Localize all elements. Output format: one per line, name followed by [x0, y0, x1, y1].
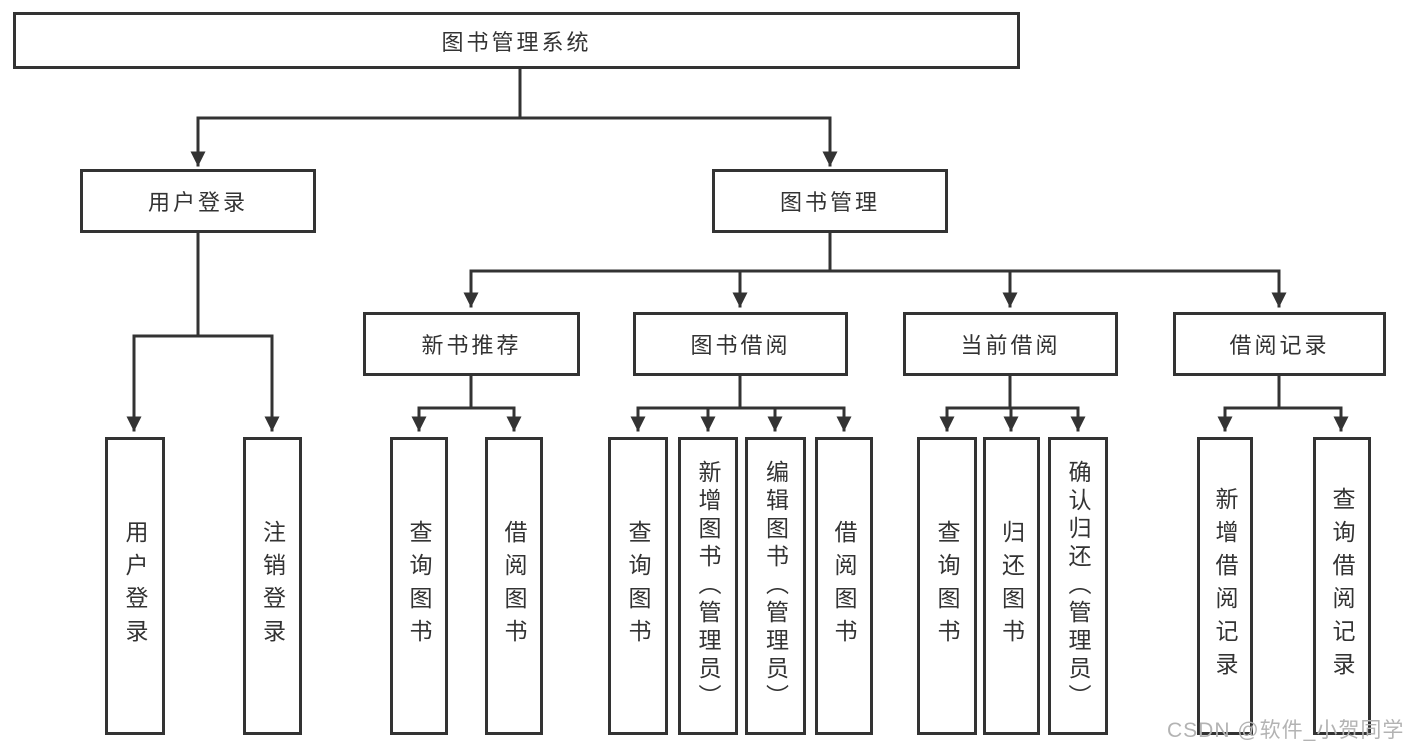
node-current-borrowing: 当前借阅 — [903, 312, 1118, 376]
leaf-logout-label: 注销登录 — [259, 520, 286, 652]
leaf-borrow-books-borrowing: 借阅图书 — [815, 437, 873, 735]
leaf-query-borrow-record: 查询借阅记录 — [1313, 437, 1371, 735]
node-book-management-label: 图书管理 — [779, 190, 880, 215]
leaf-query-books-borrowing-label: 查询图书 — [625, 520, 651, 652]
node-user-login-label: 用户登录 — [147, 190, 248, 215]
leaf-query-books-current-label: 查询图书 — [934, 520, 960, 652]
node-new-book-recommend: 新书推荐 — [363, 312, 580, 376]
node-book-borrowing-label: 图书借阅 — [690, 333, 791, 358]
node-new-book-recommend-label: 新书推荐 — [421, 333, 522, 358]
node-borrowing-records: 借阅记录 — [1173, 312, 1386, 376]
node-book-management: 图书管理 — [712, 169, 948, 233]
node-book-borrowing: 图书借阅 — [633, 312, 848, 376]
leaf-return-books: 归还图书 — [983, 437, 1040, 735]
leaf-query-borrow-record-label: 查询借阅记录 — [1329, 487, 1355, 685]
leaf-logout: 注销登录 — [243, 437, 302, 735]
leaf-query-books-recommend-label: 查询图书 — [406, 520, 432, 652]
leaf-query-books-recommend: 查询图书 — [390, 437, 448, 735]
leaf-query-books-current: 查询图书 — [917, 437, 977, 735]
leaf-add-borrow-record-label: 新增借阅记录 — [1212, 487, 1238, 685]
node-borrowing-records-label: 借阅记录 — [1229, 333, 1330, 358]
leaf-edit-book-admin-label: 编辑图书（管理员） — [762, 460, 789, 712]
leaf-add-book-admin: 新增图书（管理员） — [678, 437, 738, 735]
leaf-borrow-books-borrowing-label: 借阅图书 — [831, 520, 857, 652]
node-user-login: 用户登录 — [80, 169, 316, 233]
leaf-edit-book-admin: 编辑图书（管理员） — [745, 437, 806, 735]
leaf-confirm-return-admin: 确认归还（管理员） — [1048, 437, 1108, 735]
leaf-borrow-books-recommend: 借阅图书 — [485, 437, 543, 735]
node-library-system: 图书管理系统 — [13, 12, 1020, 69]
leaf-user-login: 用户登录 — [105, 437, 165, 735]
leaf-add-borrow-record: 新增借阅记录 — [1197, 437, 1253, 735]
watermark: CSDN @软件_小贺同学 — [1167, 719, 1405, 742]
leaf-return-books-label: 归还图书 — [998, 520, 1025, 652]
leaf-confirm-return-admin-label: 确认归还（管理员） — [1065, 460, 1091, 712]
node-current-borrowing-label: 当前借阅 — [960, 333, 1061, 358]
leaf-query-books-borrowing: 查询图书 — [608, 437, 668, 735]
leaf-add-book-admin-label: 新增图书（管理员） — [695, 460, 721, 712]
node-library-system-label: 图书管理系统 — [441, 29, 592, 55]
leaf-borrow-books-recommend-label: 借阅图书 — [501, 520, 527, 652]
leaf-user-login-label: 用户登录 — [122, 520, 148, 652]
